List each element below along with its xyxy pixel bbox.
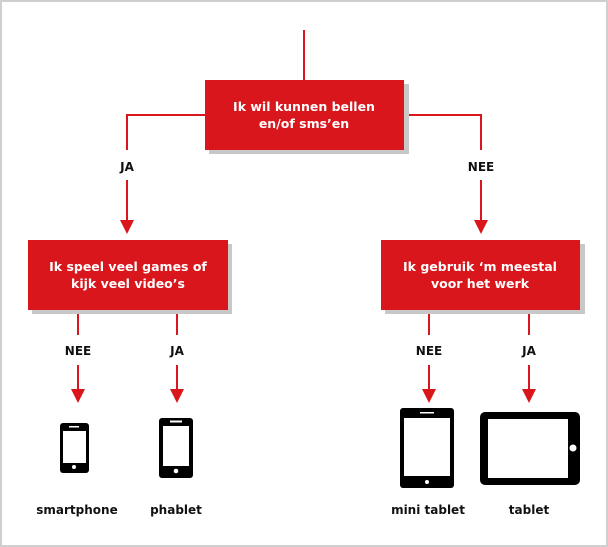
answer-label: JA — [521, 344, 536, 358]
connectors — [77, 30, 530, 390]
device-label-tablet: tablet — [509, 503, 550, 517]
root-question-box: Ik wil kunnen bellen en/of sms’en — [205, 80, 409, 154]
answer-label-nee: NEE — [468, 160, 494, 174]
right-question-box: Ik gebruik ‘m meestal voor het werk — [381, 240, 585, 314]
arrow-head-icon — [422, 389, 436, 403]
arrow-head-icon — [170, 389, 184, 403]
root-question-line1: Ik wil kunnen bellen — [233, 99, 375, 114]
right-question-line2: voor het werk — [431, 276, 530, 291]
answer-label: JA — [169, 344, 184, 358]
arrowheads — [71, 220, 536, 403]
connector-root-nee — [404, 114, 482, 150]
phablet-icon — [159, 418, 193, 478]
arrow-head-icon — [120, 220, 134, 234]
device-label-mini-tablet: mini tablet — [391, 503, 465, 517]
mini-tablet-icon — [400, 408, 454, 488]
root-question-line2: en/of sms’en — [259, 116, 349, 131]
answer-label: NEE — [65, 344, 91, 358]
answer-label-ja: JA — [119, 160, 134, 174]
arrow-head-icon — [522, 389, 536, 403]
right-question-line1: Ik gebruik ‘m meestal — [403, 259, 557, 274]
tablet-icon — [480, 412, 580, 485]
arrow-head-icon — [71, 389, 85, 403]
device-label-phablet: phablet — [150, 503, 202, 517]
left-question-line1: Ik speel veel games of — [49, 259, 207, 274]
answer-label: NEE — [416, 344, 442, 358]
connector-root-ja — [126, 114, 205, 150]
arrow-head-icon — [474, 220, 488, 234]
left-question-line2: kijk veel video’s — [71, 276, 185, 291]
device-label-smartphone: smartphone — [36, 503, 117, 517]
left-question-box: Ik speel veel games of kijk veel video’s — [28, 240, 232, 314]
smartphone-icon — [60, 423, 89, 473]
